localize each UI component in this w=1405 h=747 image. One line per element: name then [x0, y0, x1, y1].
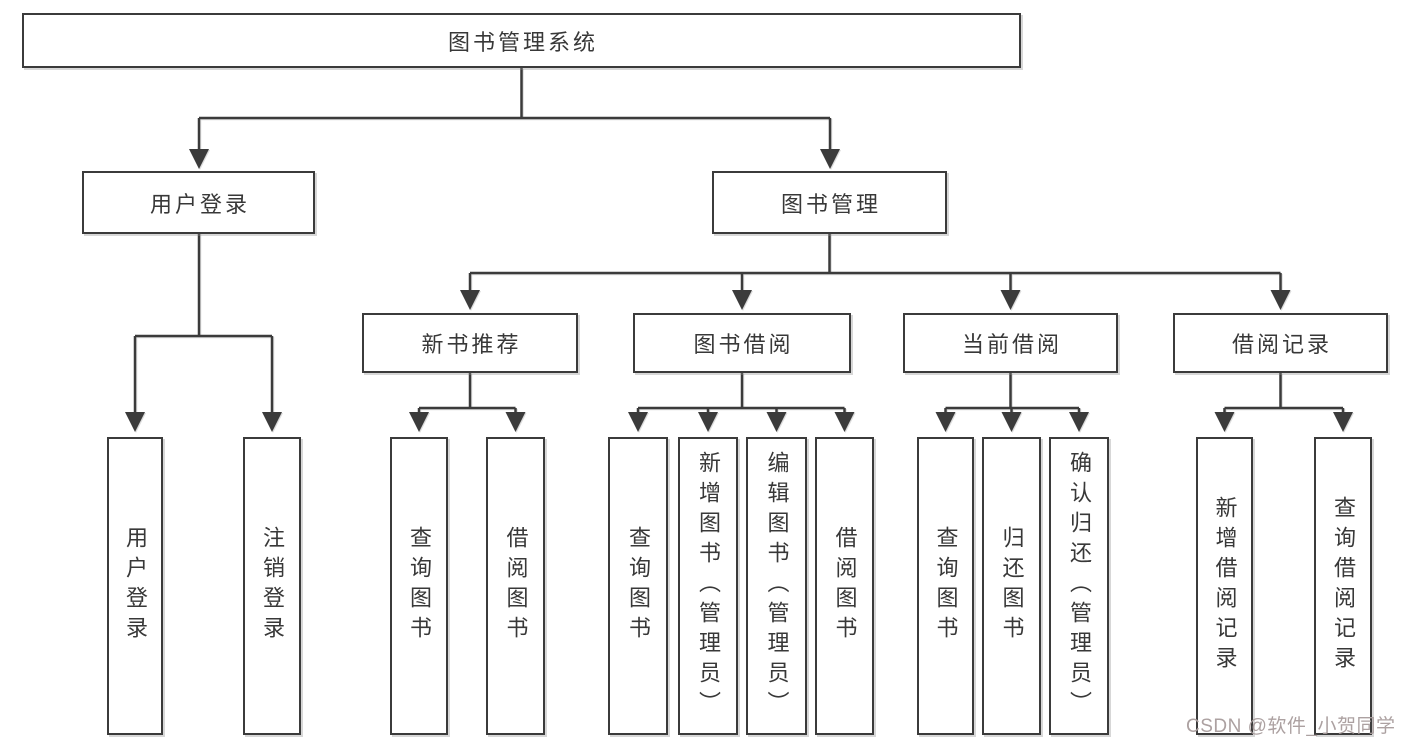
leaf-newrec-borrow-books: 借阅图书 — [486, 437, 545, 735]
node-label: 借阅图书 — [503, 526, 529, 646]
node-borrow-records: 借阅记录 — [1173, 313, 1388, 373]
node-label: 图书借阅 — [693, 332, 794, 357]
node-label: 查询图书 — [626, 526, 651, 646]
leaf-records-add-record: 新增借阅记录 — [1196, 437, 1253, 735]
leaf-records-query-record: 查询借阅记录 — [1314, 437, 1372, 735]
leaf-borrowing-add-books-admin: 新增图书（管理员） — [678, 437, 738, 735]
node-label: 查询图书 — [933, 526, 959, 646]
node-label: 用户登录 — [123, 526, 148, 646]
node-label: 新增借阅记录 — [1212, 496, 1238, 676]
leaf-current-confirm-return-admin: 确认归还（管理员） — [1049, 437, 1109, 735]
node-label: 查询借阅记录 — [1331, 496, 1356, 676]
leaf-borrowing-query-books: 查询图书 — [608, 437, 668, 735]
leaf-current-query-books: 查询图书 — [917, 437, 974, 735]
node-label: 归还图书 — [999, 526, 1025, 646]
node-label: 编辑图书（管理员） — [764, 451, 790, 721]
node-label: 当前借阅 — [961, 332, 1062, 357]
node-label: 新书推荐 — [421, 332, 522, 357]
leaf-logout: 注销登录 — [243, 437, 301, 735]
node-label: 用户登录 — [149, 191, 250, 217]
node-label: 查询图书 — [407, 526, 432, 646]
node-label: 借阅记录 — [1231, 332, 1332, 357]
csdn-watermark: CSDN @软件_小贺同学 — [1186, 716, 1396, 737]
node-library-system: 图书管理系统 — [22, 13, 1021, 68]
leaf-user-login: 用户登录 — [107, 437, 163, 735]
node-label: 图书管理系统 — [447, 29, 598, 55]
leaf-borrowing-borrow-books: 借阅图书 — [815, 437, 874, 735]
node-user-login: 用户登录 — [82, 171, 315, 234]
leaf-borrowing-edit-books-admin: 编辑图书（管理员） — [746, 437, 807, 735]
node-current-borrowing: 当前借阅 — [903, 313, 1118, 373]
node-label: 确认归还（管理员） — [1067, 451, 1092, 721]
node-book-borrowing: 图书借阅 — [633, 313, 851, 373]
node-label: 新增图书（管理员） — [696, 451, 721, 721]
node-book-management: 图书管理 — [712, 171, 947, 234]
leaf-newrec-query-books: 查询图书 — [390, 437, 448, 735]
leaf-current-return-books: 归还图书 — [982, 437, 1041, 735]
node-new-book-recommend: 新书推荐 — [362, 313, 578, 373]
node-label: 注销登录 — [260, 526, 285, 646]
node-label: 图书管理 — [780, 191, 881, 217]
node-label: 借阅图书 — [832, 526, 858, 646]
